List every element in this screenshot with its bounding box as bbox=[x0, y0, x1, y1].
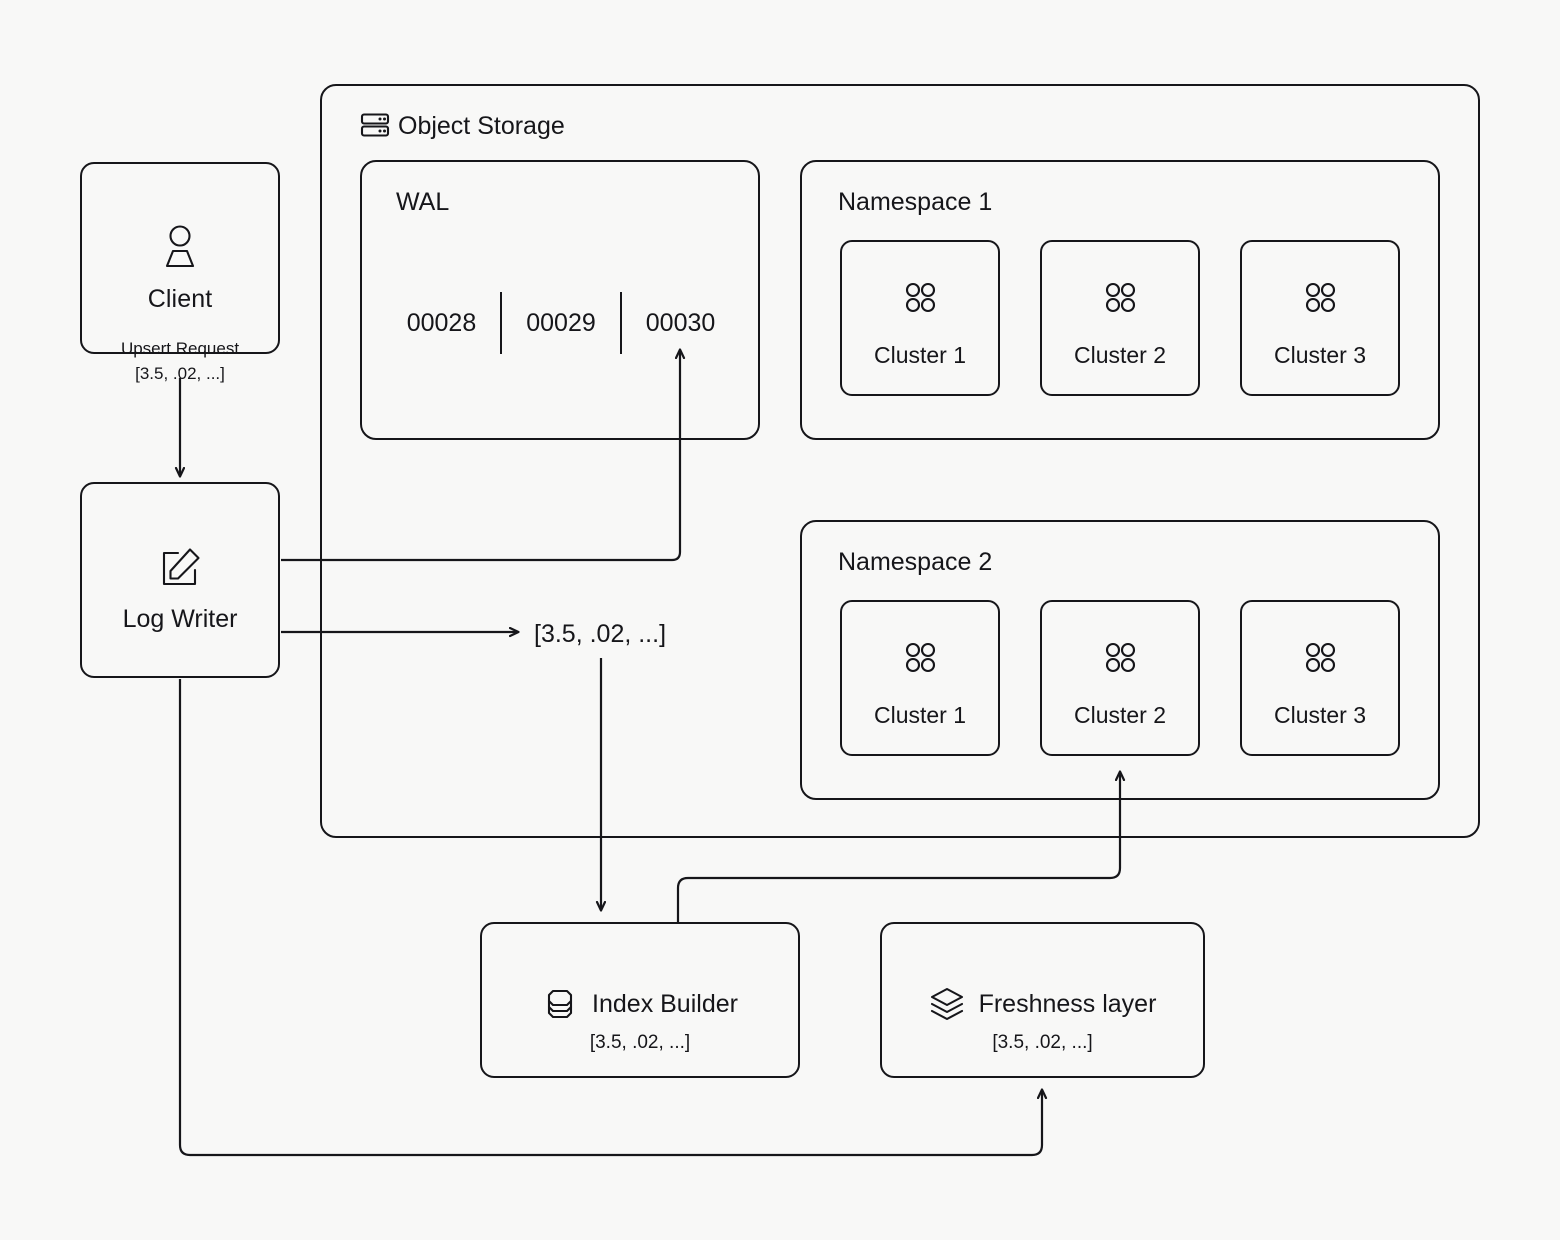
namespace-2-group bbox=[800, 520, 1440, 800]
index-builder-header: Index Builder bbox=[482, 986, 798, 1022]
freshness-layer-title: Freshness layer bbox=[978, 989, 1157, 1018]
wal-segment[interactable]: 00029 bbox=[526, 308, 596, 337]
wal-group bbox=[360, 160, 760, 440]
four-dots-icon bbox=[1301, 638, 1339, 676]
namespace-1-cluster-1[interactable]: Cluster 1 bbox=[840, 240, 1000, 396]
client-subtitle-line1: Upsert Request bbox=[120, 339, 240, 358]
client-subtitle: Upsert Request [3.5, .02, ...] bbox=[55, 336, 305, 386]
four-dots-icon bbox=[1101, 278, 1139, 316]
wal-segment-divider bbox=[500, 292, 503, 354]
namespace-1-cluster-2[interactable]: Cluster 2 bbox=[1040, 240, 1200, 396]
client-node[interactable] bbox=[80, 162, 280, 354]
cluster-label: Cluster 2 bbox=[1073, 342, 1167, 368]
wal-segment[interactable]: 00030 bbox=[645, 308, 716, 337]
namespace-2-cluster-2[interactable]: Cluster 2 bbox=[1040, 600, 1200, 756]
namespace-1-cluster-3[interactable]: Cluster 3 bbox=[1240, 240, 1400, 396]
wal-segment-divider bbox=[619, 292, 622, 354]
four-dots-icon bbox=[1301, 278, 1339, 316]
freshness-layer-header: Freshness layer bbox=[882, 986, 1203, 1022]
freshness-layer-subtitle: [3.5, .02, ...] bbox=[992, 1032, 1093, 1053]
edge-index-builder-to-cluster bbox=[676, 772, 1120, 922]
log-writer-title: Log Writer bbox=[122, 605, 238, 633]
object-storage-group bbox=[320, 84, 1480, 838]
namespace-2-title: Namespace 2 bbox=[838, 548, 993, 576]
log-writer-node[interactable] bbox=[80, 482, 280, 678]
edit-pencil-square-icon bbox=[157, 545, 203, 591]
person-icon bbox=[160, 225, 200, 269]
server-rack-icon bbox=[360, 110, 390, 140]
four-dots-icon bbox=[901, 638, 939, 676]
cluster-label: Cluster 3 bbox=[1273, 342, 1367, 368]
wal-segment-list: 00028 00029 00030 bbox=[380, 292, 742, 354]
wal-segment[interactable]: 00028 bbox=[406, 308, 477, 337]
namespace-1-group bbox=[800, 160, 1440, 440]
client-subtitle-line2: [3.5, .02, ...] bbox=[135, 364, 225, 383]
edge-log-writer-to-wal bbox=[281, 350, 680, 562]
layers-stack-icon bbox=[929, 986, 965, 1022]
wal-title: WAL bbox=[396, 188, 450, 216]
namespace-2-cluster-1[interactable]: Cluster 1 bbox=[840, 600, 1000, 756]
freshness-layer-node[interactable]: Freshness layer [3.5, .02, ...] bbox=[880, 922, 1205, 1078]
namespace-2-cluster-3[interactable]: Cluster 3 bbox=[1240, 600, 1400, 756]
cluster-label: Cluster 2 bbox=[1073, 702, 1167, 728]
object-storage-title: Object Storage bbox=[398, 112, 565, 140]
namespace-1-title: Namespace 1 bbox=[838, 188, 993, 216]
database-icon bbox=[542, 986, 578, 1022]
edge-log-writer-to-freshness-layer bbox=[178, 679, 1042, 1157]
index-builder-node[interactable]: Index Builder [3.5, .02, ...] bbox=[480, 922, 800, 1078]
four-dots-icon bbox=[901, 278, 939, 316]
index-builder-subtitle: [3.5, .02, ...] bbox=[589, 1032, 691, 1053]
vector-payload-label: [3.5, .02, ...] bbox=[534, 620, 667, 648]
four-dots-icon bbox=[1101, 638, 1139, 676]
client-title: Client bbox=[147, 285, 213, 313]
index-builder-title: Index Builder bbox=[592, 989, 738, 1018]
cluster-label: Cluster 1 bbox=[873, 702, 967, 728]
cluster-label: Cluster 1 bbox=[873, 342, 967, 368]
cluster-label: Cluster 3 bbox=[1273, 702, 1367, 728]
